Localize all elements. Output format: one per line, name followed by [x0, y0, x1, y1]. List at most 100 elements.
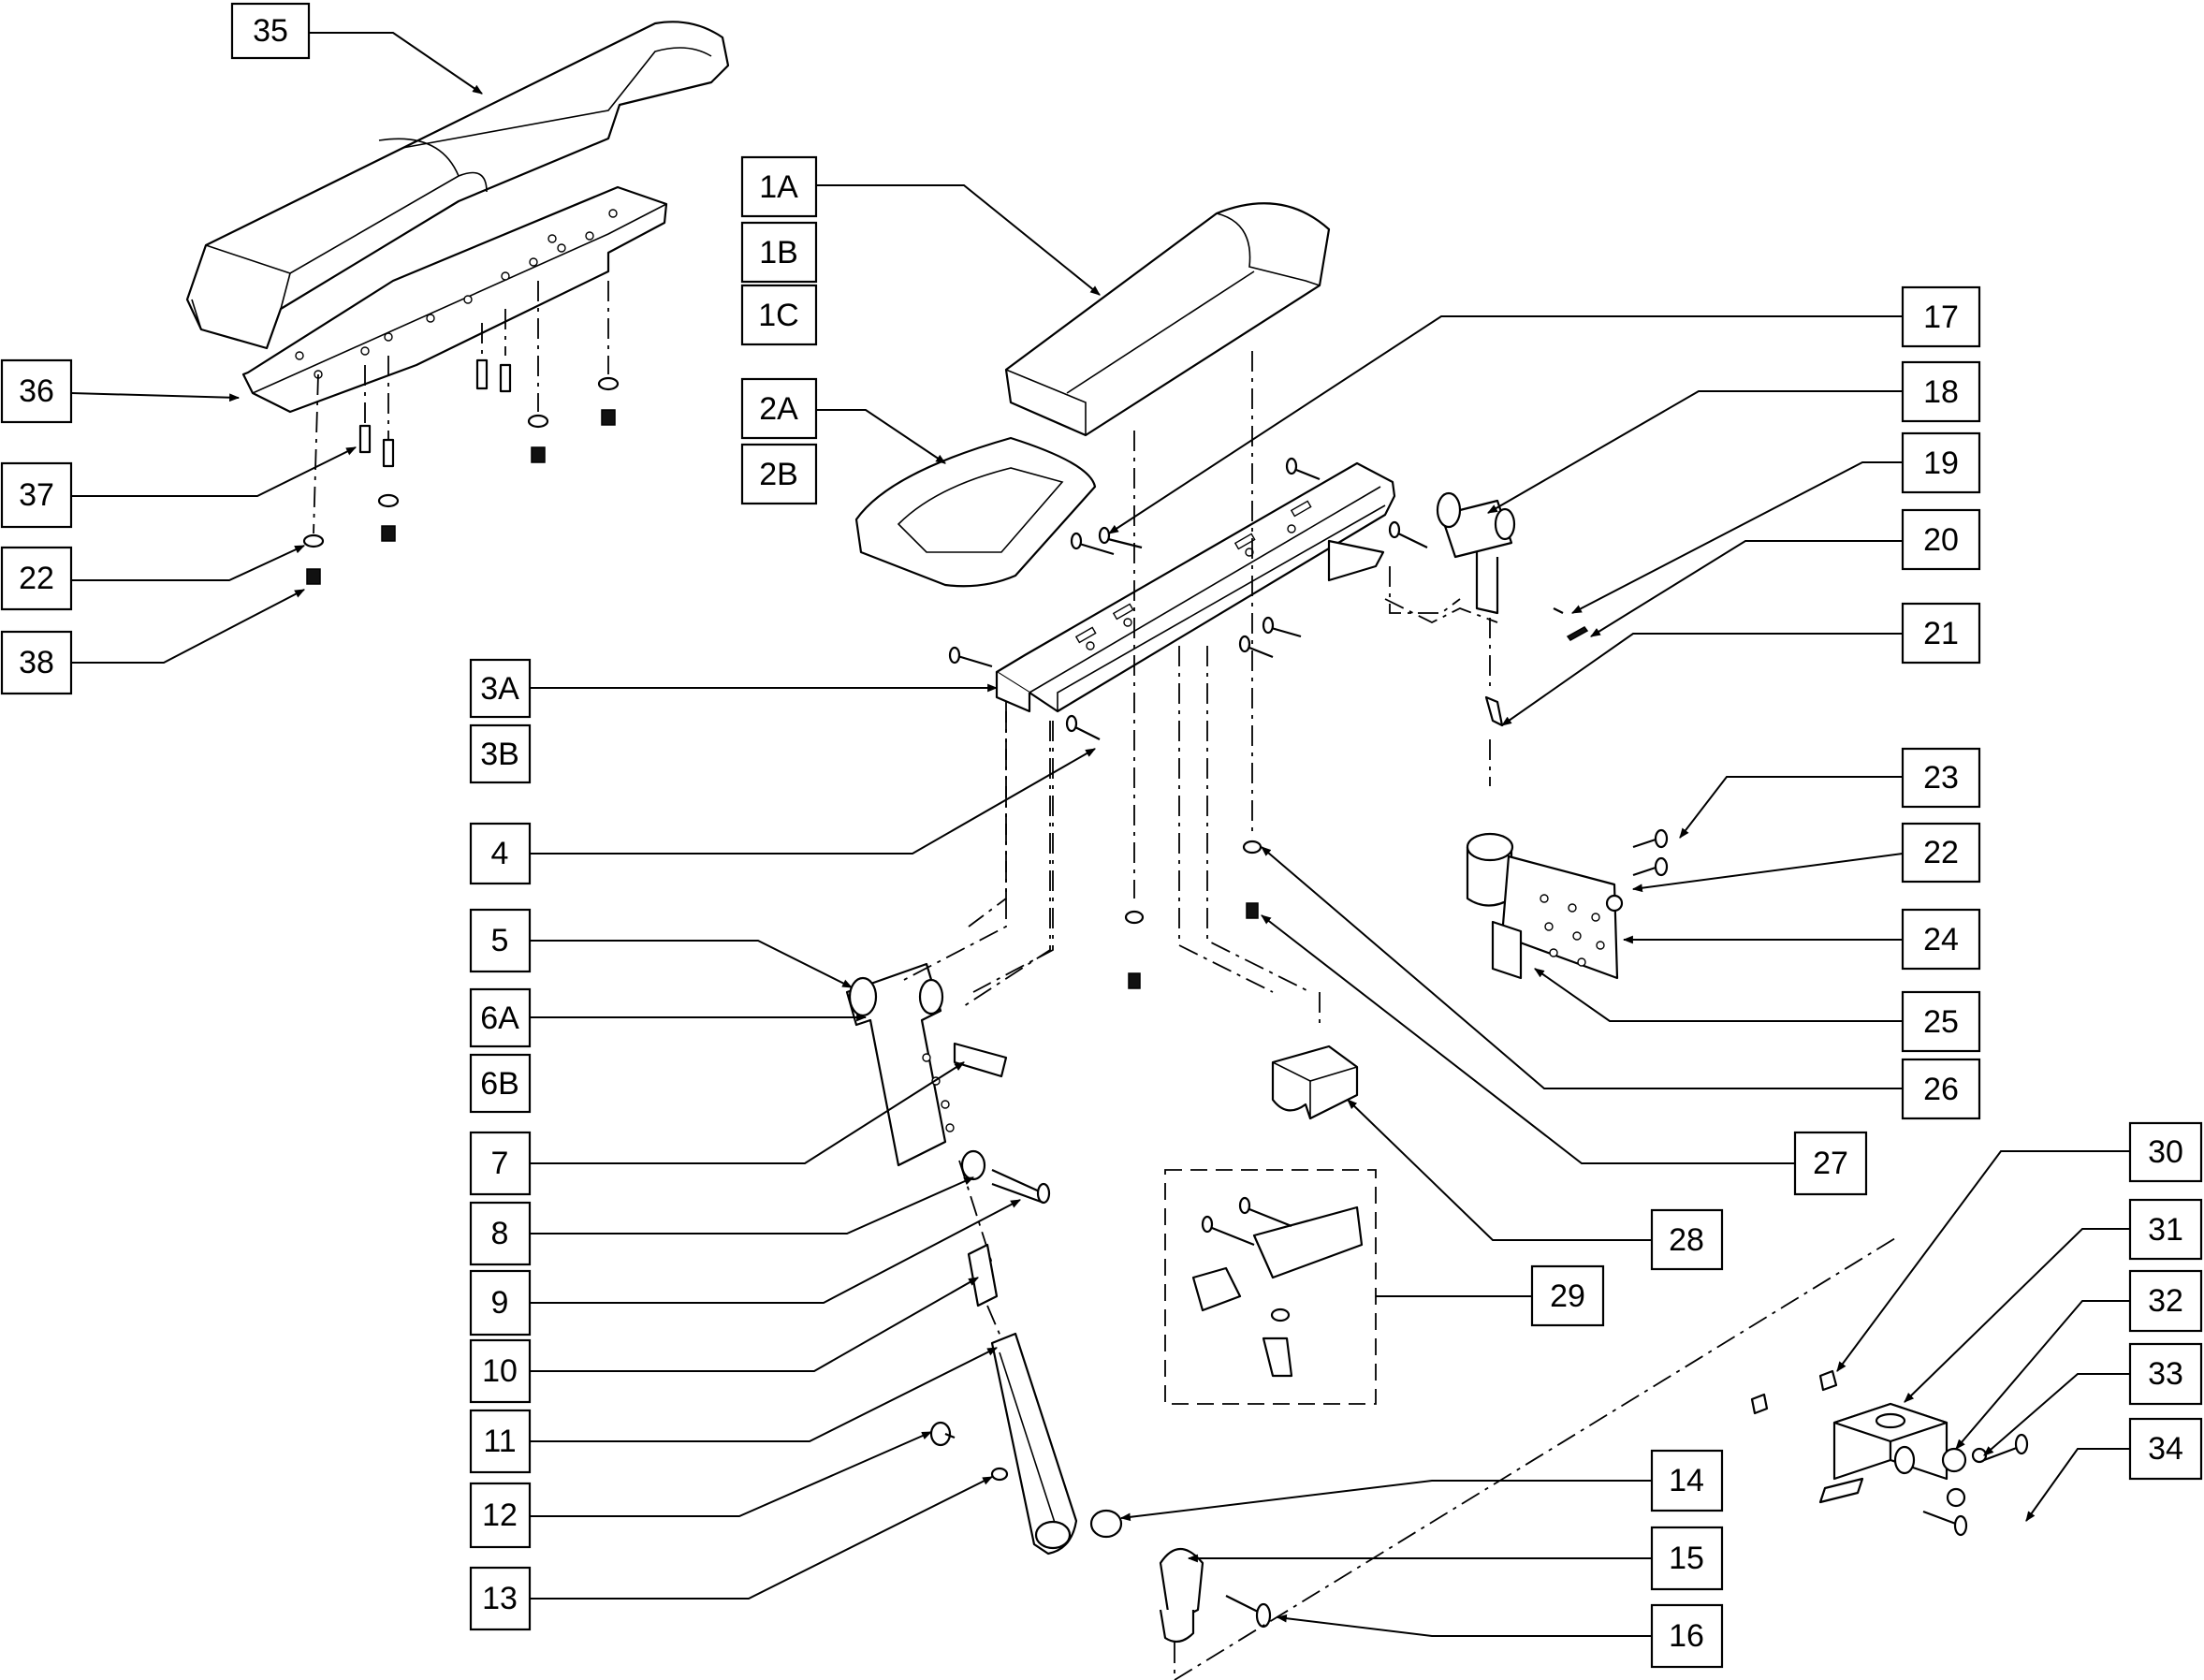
leader-28 [1347, 1099, 1652, 1241]
fasteners-12-13 [929, 1421, 1009, 1482]
callout-17: 17 [1901, 285, 1981, 348]
callout-32: 32 [2128, 1269, 2203, 1333]
callout-6B: 6B [469, 1053, 532, 1114]
leader-4 [530, 748, 1096, 855]
svg-text:8: 8 [491, 1216, 509, 1251]
svg-text:12: 12 [482, 1497, 518, 1533]
callout-9: 9 [469, 1269, 532, 1337]
svg-text:34: 34 [2148, 1431, 2183, 1467]
svg-text:22: 22 [19, 561, 54, 596]
armrest-fasteners [302, 281, 620, 585]
svg-text:27: 27 [1813, 1146, 1848, 1181]
leader-11 [530, 1347, 998, 1442]
svg-text:2B: 2B [759, 457, 798, 492]
svg-text:1B: 1B [759, 235, 798, 270]
parts-artwork [185, 21, 2029, 1680]
callout-13: 13 [469, 1566, 532, 1631]
svg-text:30: 30 [2148, 1134, 2183, 1170]
leader-35 [309, 32, 483, 95]
callout-11: 11 [469, 1409, 532, 1474]
leader-21 [1501, 633, 1903, 726]
leader-23 [1679, 776, 1903, 839]
svg-text:6A: 6A [480, 1001, 519, 1036]
leader-36 [70, 392, 241, 402]
callout-10: 10 [469, 1338, 532, 1404]
leader-27 [1261, 914, 1795, 1164]
svg-text:24: 24 [1923, 922, 1959, 957]
callout-1B: 1B [740, 221, 818, 284]
svg-text:15: 15 [1669, 1541, 1704, 1576]
leader-37 [71, 446, 357, 497]
callout-2A: 2A [740, 377, 818, 440]
leader-8 [530, 1176, 975, 1234]
callout-22: 22 [0, 546, 73, 611]
leader-18 [1487, 390, 1903, 514]
svg-text:14: 14 [1669, 1463, 1704, 1498]
svg-text:21: 21 [1923, 616, 1959, 651]
callout-22: 22 [1901, 822, 1981, 884]
callout-23: 23 [1901, 747, 1981, 809]
leader-25 [1534, 968, 1903, 1022]
callout-2B: 2B [740, 443, 818, 505]
leader-1A [816, 184, 1101, 296]
subassembly-29 [1164, 1169, 1377, 1405]
svg-text:25: 25 [1923, 1004, 1959, 1040]
callout-14: 14 [1650, 1449, 1724, 1512]
svg-text:32: 32 [2148, 1283, 2183, 1319]
svg-text:1C: 1C [758, 298, 798, 333]
leader-14 [1119, 1480, 1652, 1522]
leader-20 [1590, 540, 1903, 637]
svg-text:37: 37 [19, 477, 54, 513]
svg-text:33: 33 [2148, 1356, 2183, 1392]
leader-12 [530, 1431, 933, 1517]
leader-5 [530, 940, 853, 988]
svg-text:23: 23 [1923, 760, 1959, 796]
callout-27: 27 [1793, 1131, 1868, 1196]
callout-1A: 1A [740, 155, 818, 218]
callout-1C: 1C [740, 284, 818, 346]
svg-text:28: 28 [1669, 1222, 1704, 1258]
callout-37: 37 [0, 461, 73, 529]
svg-text:13: 13 [482, 1581, 518, 1616]
leader-31 [1904, 1228, 2130, 1403]
clamp-28 [1271, 1045, 1359, 1120]
callout-7: 7 [469, 1131, 532, 1196]
callout-24: 24 [1901, 908, 1981, 971]
callout-19: 19 [1901, 431, 1981, 494]
leader-33 [1983, 1373, 2130, 1456]
callout-36: 36 [0, 358, 73, 424]
svg-text:20: 20 [1923, 522, 1959, 558]
leader-30 [1836, 1150, 2130, 1372]
arm-tube-frame [948, 351, 1498, 1030]
callout-6A: 6A [469, 987, 532, 1048]
callout-38: 38 [0, 630, 73, 695]
leader-13 [530, 1476, 993, 1600]
callout-8: 8 [469, 1201, 532, 1266]
armrest-plate-36 [241, 185, 668, 414]
callout-33: 33 [2128, 1342, 2203, 1406]
callout-31: 31 [2128, 1198, 2203, 1261]
leader-10 [530, 1277, 979, 1372]
leader-9 [530, 1199, 1021, 1304]
svg-text:38: 38 [19, 645, 54, 680]
svg-text:31: 31 [2148, 1212, 2183, 1248]
leader-22b [1631, 853, 1904, 893]
svg-text:10: 10 [482, 1353, 518, 1389]
svg-text:18: 18 [1923, 374, 1959, 410]
upright-assembly-5-9 [845, 711, 1051, 1264]
callout-26: 26 [1901, 1058, 1981, 1120]
leader-17 [1108, 315, 1903, 534]
leader-lines [70, 32, 2130, 1637]
svg-text:19: 19 [1923, 446, 1959, 481]
svg-text:29: 29 [1550, 1278, 1585, 1314]
clamp-block-30-34 [1750, 1369, 2029, 1537]
callout-25: 25 [1901, 990, 1981, 1053]
callout-30: 30 [2128, 1121, 2203, 1183]
leader-19 [1571, 461, 1903, 614]
svg-text:35: 35 [253, 13, 288, 49]
leader-7 [530, 1061, 965, 1164]
svg-text:22: 22 [1923, 835, 1959, 870]
callout-3A: 3A [469, 658, 532, 719]
svg-text:17: 17 [1923, 299, 1959, 335]
